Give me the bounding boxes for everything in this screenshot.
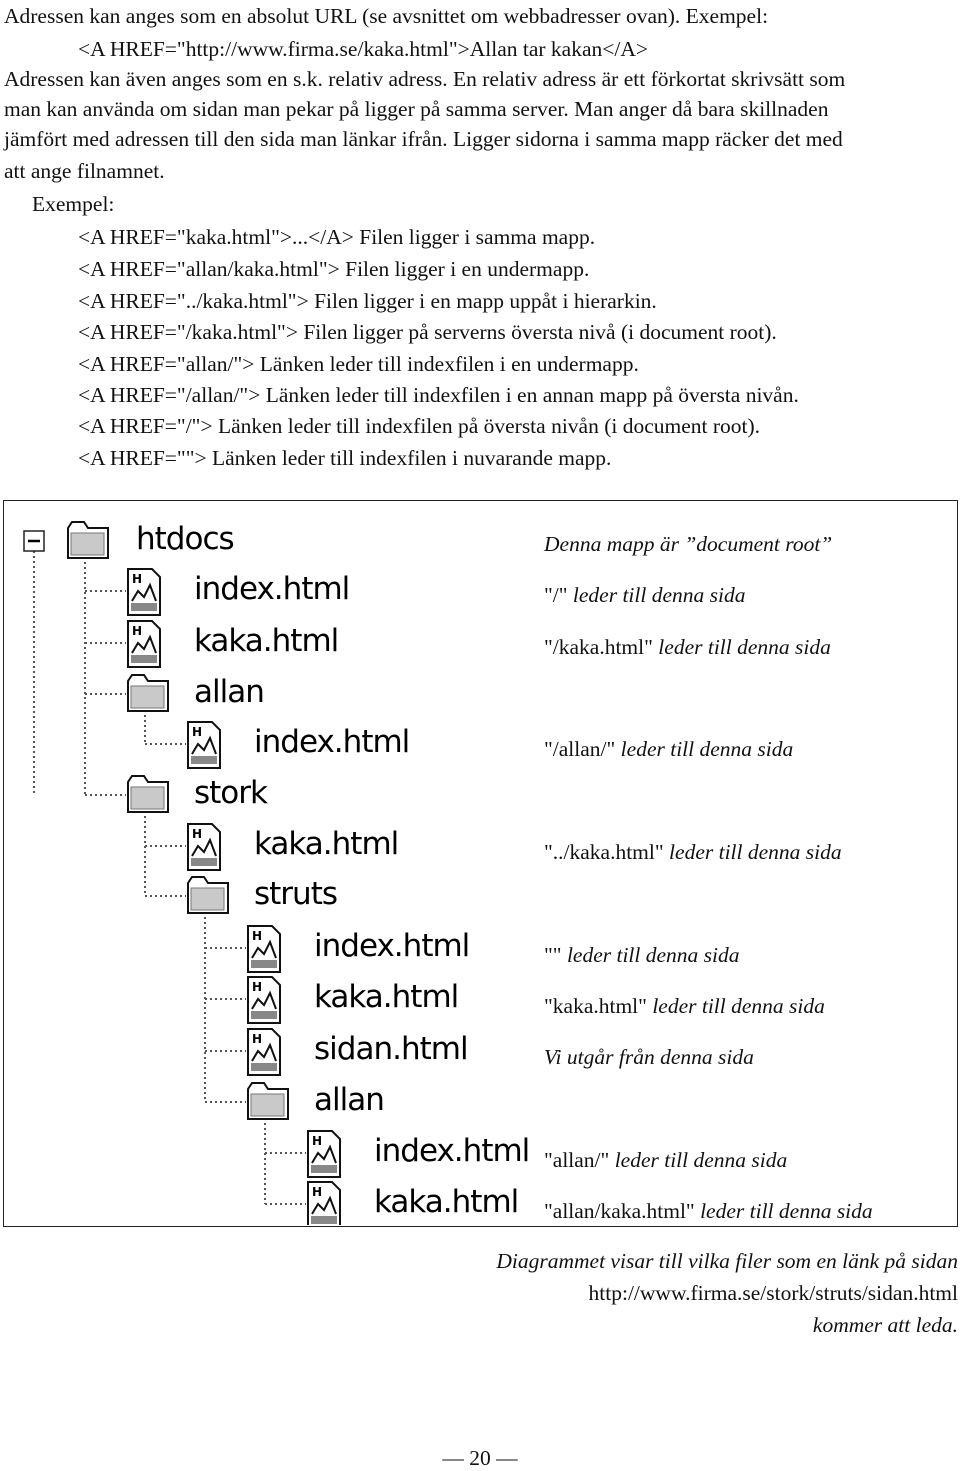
folder-icon	[187, 876, 229, 914]
file-label: index.html	[194, 571, 350, 607]
caption-line-1: Diagrammet visar till vilka filer som en…	[496, 1249, 958, 1273]
minus-box-icon	[23, 530, 45, 552]
caption-line-3: kommer att leda.	[812, 1313, 958, 1337]
note-parent-kaka-link: "../kaka.html" leder till denna sida	[544, 840, 842, 864]
note-document-root: Denna mapp är ”document root”	[544, 532, 833, 556]
html-file-icon: H	[187, 721, 221, 769]
svg-text:H: H	[192, 827, 202, 841]
file-label: sidan.html	[314, 1031, 469, 1067]
html-file-icon: H	[247, 1028, 281, 1076]
file-label: kaka.html	[314, 979, 459, 1015]
svg-text:H: H	[132, 624, 142, 638]
tree-lines: H H H H H H H H H	[23, 521, 341, 1225]
svg-text:H: H	[312, 1185, 322, 1199]
intro-line: man kan använda om sidan man pekar på li…	[4, 97, 829, 121]
folder-label: htdocs	[136, 521, 235, 557]
note-allan-kaka-link: "allan/kaka.html" leder till denna sida	[544, 1199, 873, 1223]
note-start-page: Vi utgår från denna sida	[544, 1045, 754, 1069]
example-line: <A HREF="../kaka.html"> Filen ligger i e…	[78, 289, 657, 313]
html-file-icon: H	[127, 620, 161, 668]
folder-icon	[127, 775, 169, 813]
folder-label: allan	[194, 674, 265, 710]
folder-icon	[247, 1082, 289, 1120]
example-line: <A HREF="/kaka.html"> Filen ligger på se…	[78, 320, 777, 344]
intro-line: <A HREF="http://www.firma.se/kaka.html">…	[78, 37, 649, 61]
example-line: <A HREF="/allan/"> Länken leder till ind…	[78, 383, 799, 407]
example-line: <A HREF="kaka.html">...</A> Filen ligger…	[78, 225, 596, 249]
file-label: index.html	[314, 928, 470, 964]
example-line: <A HREF=""> Länken leder till indexfilen…	[78, 446, 612, 470]
note-empty-link: "" leder till denna sida	[544, 943, 740, 967]
file-label: kaka.html	[254, 826, 399, 862]
svg-text:H: H	[252, 980, 262, 994]
note-allan-link: "allan/" leder till denna sida	[544, 1148, 788, 1172]
example-line: <A HREF="/"> Länken leder till indexfile…	[78, 414, 761, 438]
svg-text:H: H	[312, 1134, 322, 1148]
html-file-icon: H	[247, 925, 281, 973]
html-file-icon: H	[247, 976, 281, 1024]
example-line: <A HREF="allan/"> Länken leder till inde…	[78, 352, 639, 376]
caption-url: http://www.firma.se/stork/struts/sidan.h…	[588, 1281, 958, 1305]
svg-text:H: H	[252, 1032, 262, 1046]
file-label: kaka.html	[374, 1184, 519, 1220]
file-label: index.html	[374, 1133, 530, 1169]
page-number: — 20 —	[442, 1446, 518, 1470]
html-file-icon: H	[187, 823, 221, 871]
intro-line: Adressen kan även anges som en s.k. rela…	[4, 67, 846, 91]
folder-icon	[67, 521, 109, 559]
file-label: index.html	[254, 724, 410, 760]
folder-label: struts	[254, 876, 338, 912]
intro-line: att ange filnamnet.	[4, 159, 165, 183]
folder-icon	[127, 674, 169, 712]
svg-text:H: H	[132, 572, 142, 586]
html-file-icon: H	[127, 568, 161, 616]
svg-text:H: H	[192, 725, 202, 739]
file-label: kaka.html	[194, 623, 339, 659]
note-allan-root-link: "/allan/" leder till denna sida	[544, 737, 794, 761]
folder-tree-figure: H H H H H H H H H htdocs index.html kaka.html allan…	[3, 500, 958, 1227]
note-root-link: "/" leder till denna sida	[544, 583, 746, 607]
example-line: <A HREF="allan/kaka.html"> Filen ligger …	[78, 257, 590, 281]
svg-text:H: H	[252, 929, 262, 943]
html-file-icon: H	[307, 1181, 341, 1225]
folder-label: allan	[314, 1082, 385, 1118]
html-file-icon: H	[307, 1130, 341, 1178]
note-kaka-link: "kaka.html" leder till denna sida	[544, 994, 825, 1018]
intro-line: jämfört med adressen till den sida man l…	[4, 127, 843, 151]
folder-label: stork	[194, 775, 268, 811]
note-kaka-root-link: "/kaka.html" leder till denna sida	[544, 635, 831, 659]
intro-line: Adressen kan anges som en absolut URL (s…	[4, 4, 769, 28]
examples-heading: Exempel:	[32, 192, 115, 216]
